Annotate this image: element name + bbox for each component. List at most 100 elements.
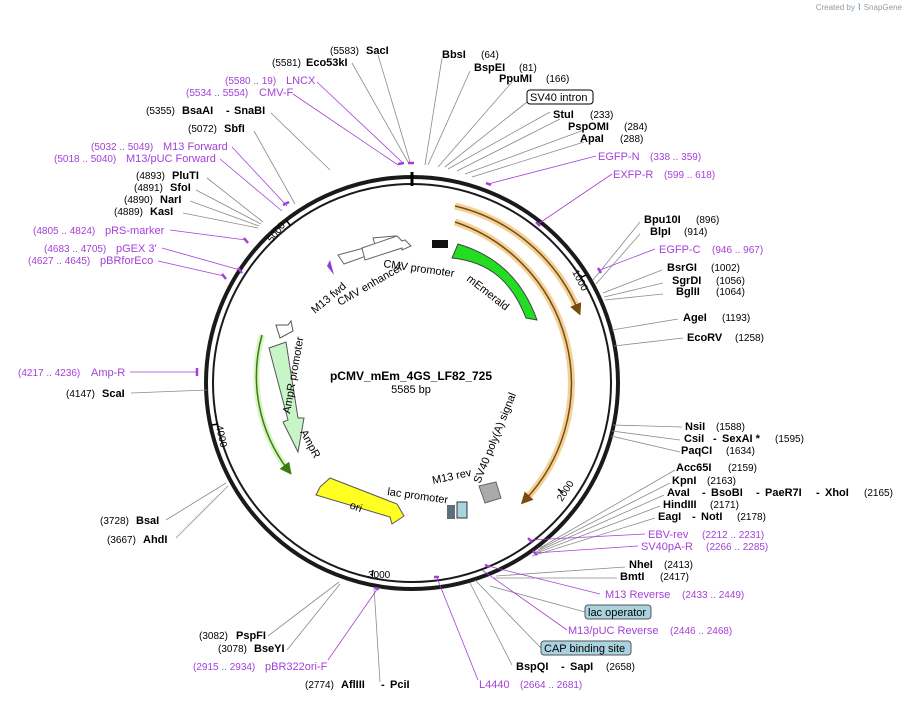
ppumi-label: PpuMI — [499, 73, 532, 85]
pspomi-pos: (284) — [624, 122, 647, 133]
bspqi-label: BspQI — [516, 661, 548, 673]
sgrdi-label: SgrDI — [672, 275, 701, 287]
ecorv-label: EcoRV — [687, 332, 723, 344]
ori-arrow[interactable] — [315, 477, 405, 525]
sv40-polya-box — [478, 481, 502, 504]
scai-label: ScaI — [102, 388, 125, 400]
snabi-label: SnaBI — [234, 105, 265, 117]
bsobi-label: BsoBI — [711, 487, 743, 499]
kpni-label: KpnI — [672, 475, 696, 487]
svg-text:-: - — [713, 433, 717, 445]
bpu10i-label: Bpu10I — [644, 214, 681, 226]
bsrgi-label: BsrGI — [667, 262, 697, 274]
m13-fwd-marker — [327, 260, 334, 275]
nsii-label: NsiI — [685, 421, 705, 433]
bbsi-pos: (64) — [481, 50, 499, 61]
primer-markers — [195, 161, 603, 591]
exfpr-label: EXFP-R — [613, 169, 653, 181]
agei-label: AgeI — [683, 312, 707, 324]
bsrgi-pos: (1002) — [711, 263, 740, 274]
label-ampr: AmpR — [297, 428, 322, 461]
cap-site-box — [540, 640, 632, 656]
bspei-pos: (81) — [519, 63, 537, 74]
cmvf-label: CMV-F — [259, 87, 294, 99]
sbfi-label: SbfI — [224, 123, 245, 135]
bspei-label: BspEI — [474, 62, 505, 74]
svg-text:-: - — [756, 487, 760, 499]
cap-site-label: CAP binding site — [544, 643, 625, 655]
pcii-label: PciI — [390, 679, 410, 691]
ampr-arrow[interactable] — [268, 341, 305, 454]
pgex-pos: (4683 .. 4705) — [44, 244, 106, 255]
lac-promoter-box — [447, 505, 455, 519]
pbrfor-label: pBRforEco — [100, 255, 153, 267]
bsai-label: BsaI — [136, 515, 159, 527]
ampr-promoter-arrow[interactable] — [275, 319, 294, 339]
brand-credit: Created by ⌇ SnapGene — [816, 2, 902, 13]
lac-operator-label: lac operator — [588, 607, 646, 619]
sgrdi-pos: (1056) — [716, 276, 745, 287]
apai-label: ApaI — [580, 133, 604, 145]
label-m13-rev: M13 rev — [431, 467, 473, 487]
cmv-promoter-arrow[interactable] — [361, 235, 412, 261]
lac-operator-box — [456, 501, 468, 519]
eagi-label: EagI — [658, 511, 681, 523]
pluti-pos: (4893) — [136, 171, 165, 182]
pspfi-label: PspFI — [236, 630, 266, 642]
sv40-intron-box — [526, 89, 594, 105]
sv40par-label: SV40pA-R — [641, 541, 693, 553]
bpu10i-pos: (896) — [696, 215, 719, 226]
prs-label: pRS-marker — [105, 225, 165, 237]
ampr-primer-label: Amp-R — [91, 367, 125, 379]
ppumi-pos: (166) — [546, 74, 569, 85]
egfpc-label: EGFP-C — [659, 244, 701, 256]
memerald-arrow[interactable] — [451, 243, 538, 321]
apai-pos: (288) — [620, 134, 643, 145]
hindiii-label: HindIII — [663, 499, 697, 511]
ebvrev-pos: (2212 .. 2231) — [702, 530, 764, 541]
stui-pos: (233) — [590, 110, 613, 121]
m13pucfwd-label: M13/pUC Forward — [126, 153, 216, 165]
sfoi-label: SfoI — [170, 182, 191, 194]
tick-4000: 4000 — [213, 424, 228, 448]
saci-label: SacI — [366, 45, 389, 57]
tick-5000: 5000 — [266, 220, 289, 245]
paqci-label: PaqCI — [681, 445, 712, 457]
tick-3000: 3000 — [368, 570, 391, 581]
primer-leader-lines — [130, 81, 656, 681]
nari-pos: (4890) — [124, 195, 153, 206]
paer7i-label: PaeR7I — [765, 487, 802, 499]
l4440-pos: (2664 .. 2681) — [520, 680, 582, 691]
egfpc-pos: (946 .. 967) — [712, 245, 763, 256]
afliii-label: AflIII — [341, 679, 365, 691]
ahdi-label: AhdI — [143, 534, 167, 546]
pspomi-label: PspOMI — [568, 121, 609, 133]
ebvrev-label: EBV-rev — [648, 529, 689, 541]
csii-pos: (1595) — [775, 434, 804, 445]
brand-name: SnapGene — [863, 3, 902, 12]
leader-lines — [130, 54, 684, 683]
snapgene-logo-icon: ⌇ — [857, 2, 862, 12]
nsii-pos: (1588) — [716, 422, 745, 433]
m13pucfwd-pos: (5018 .. 5040) — [54, 154, 116, 165]
bmti-label: BmtI — [620, 571, 644, 583]
bsaai-pos: (5355) — [146, 106, 175, 117]
sv40par-pos: (2266 .. 2285) — [706, 542, 768, 553]
lncx-label: LNCX — [286, 75, 316, 87]
sv40-intron-label: SV40 intron — [530, 92, 587, 104]
sv40-intron-marker — [432, 240, 448, 248]
sbfi-pos: (5072) — [188, 124, 217, 135]
pbr322-pos: (2915 .. 2934) — [193, 662, 255, 673]
prs-pos: (4805 .. 4824) — [33, 226, 95, 237]
m13fwd-pos: (5032 .. 5049) — [91, 142, 153, 153]
m13pucrev-pos: (2446 .. 2468) — [670, 626, 732, 637]
m13pucrev-label: M13/pUC Reverse — [568, 625, 658, 637]
kasi-label: KasI — [150, 206, 173, 218]
xhoi-label: XhoI — [825, 487, 849, 499]
pluti-label: PluTI — [172, 170, 199, 182]
bglii-pos: (1064) — [716, 287, 745, 298]
eco53ki-pos: (5581) — [272, 58, 301, 69]
egfpn-pos: (338 .. 359) — [650, 152, 701, 163]
